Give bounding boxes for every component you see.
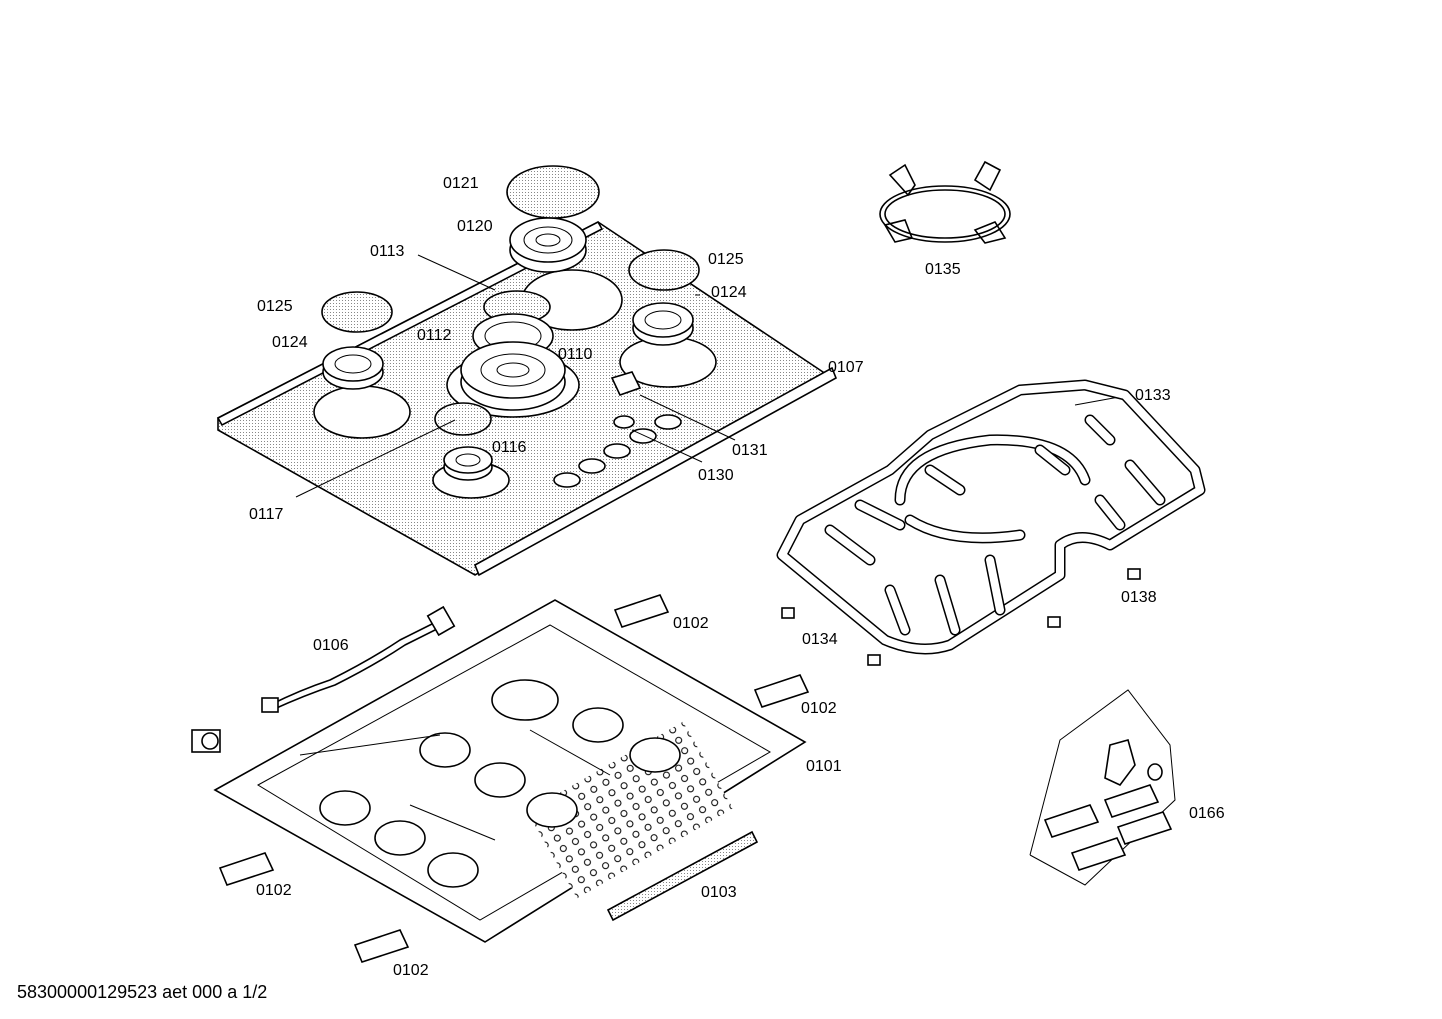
burner-rear-center — [506, 165, 600, 273]
drawing-reference: 58300000129523 aet 000 a 1/2 — [17, 982, 267, 1002]
label-0112: 0112 — [417, 327, 452, 344]
label-0131: 0131 — [732, 442, 768, 459]
burner-wok-center — [460, 290, 566, 411]
label-0135: 0135 — [925, 261, 961, 278]
label-0130: 0130 — [698, 467, 734, 484]
rubber-feet — [781, 568, 1141, 666]
label-0103: 0103 — [701, 884, 737, 901]
label-0133: 0133 — [1135, 387, 1171, 404]
burner-left — [321, 291, 393, 390]
label-0166: 0166 — [1189, 805, 1225, 822]
pan-support-ring — [879, 160, 1011, 244]
label-0102-right: 0102 — [801, 700, 837, 717]
fitting-kit — [1029, 689, 1176, 886]
label-0125-left: 0125 — [257, 298, 293, 315]
label-0134: 0134 — [802, 631, 838, 648]
label-0102-bottom: 0102 — [393, 962, 429, 979]
control-knob — [610, 371, 642, 429]
label-0124-right: 0124 — [711, 284, 747, 301]
label-0101: 0101 — [806, 758, 842, 775]
label-0116: 0116 — [492, 439, 527, 456]
label-0121: 0121 — [443, 175, 479, 192]
label-0102-top: 0102 — [673, 615, 709, 632]
label-0102-left: 0102 — [256, 882, 292, 899]
power-cable — [261, 605, 456, 713]
label-0117: 0117 — [249, 506, 284, 523]
bottom-tray — [213, 599, 807, 943]
label-0124-left: 0124 — [272, 334, 308, 351]
label-0125-right: 0125 — [708, 251, 744, 268]
label-0138: 0138 — [1121, 589, 1157, 606]
label-0113: 0113 — [370, 243, 405, 260]
seal-strip — [606, 830, 759, 922]
burner-right — [628, 249, 700, 346]
burner-front-small — [434, 402, 493, 481]
label-0107: 0107 — [828, 359, 864, 376]
part-labels: 0121 0120 0113 0125 0124 0125 0124 0112 … — [249, 175, 1225, 979]
ignition-module — [191, 729, 221, 753]
mounting-clamps — [218, 594, 810, 963]
label-0106: 0106 — [313, 637, 349, 654]
label-0120: 0120 — [457, 218, 493, 235]
cast-iron-grate — [776, 379, 1206, 655]
leader-lines — [295, 254, 1131, 498]
label-0110: 0110 — [558, 346, 593, 363]
